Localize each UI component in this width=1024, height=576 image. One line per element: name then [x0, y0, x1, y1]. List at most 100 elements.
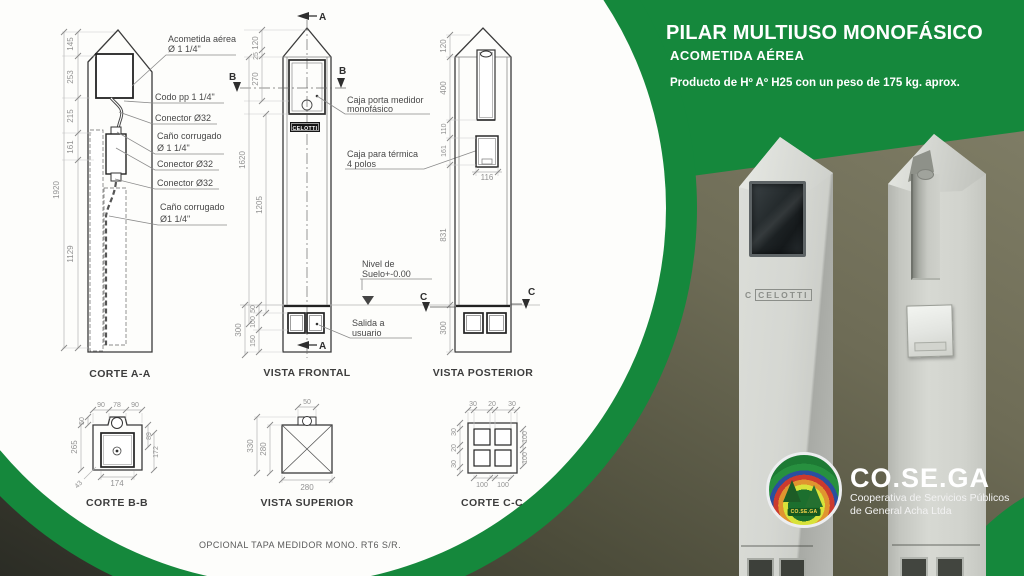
callout-label: Conector Ø32 [157, 159, 213, 169]
dim-label: 1205 [255, 196, 264, 214]
dim-label: 100 [522, 452, 529, 464]
celotti-badge: CELOTTI [293, 126, 318, 132]
dim-label: 50 [250, 305, 257, 313]
footer-note: OPCIONAL TAPA MEDIDOR MONO. RT6 S/R. [199, 540, 401, 550]
user-outlet-opening [779, 558, 806, 576]
view-title-corte-aa: CORTE A-A [89, 368, 151, 380]
dim-label: 30 [451, 460, 458, 468]
dim-label: 110 [441, 123, 448, 134]
callout-label: Caño corrugado [160, 202, 225, 212]
callout-label: Nivel de [362, 259, 395, 269]
dim-label: 265 [70, 440, 79, 454]
dim-label: 100 [497, 482, 509, 489]
dim-label: 116 [481, 173, 494, 182]
logo-tagline-1: Cooperativa de Servicios Públicos [850, 492, 1010, 505]
conduit-opening [917, 169, 934, 180]
logo-name: CO.SE.GA [850, 463, 991, 493]
dim-label: 100 [250, 316, 257, 328]
drawing-corte-bb: 90 78 90 50 265 89 172 174 43 CORTE B-B [70, 402, 160, 509]
page-title: PILAR MULTIUSO MONOFÁSICO [666, 22, 983, 44]
view-title-vista-posterior: VISTA POSTERIOR [433, 367, 534, 379]
section-marker: B [339, 66, 346, 77]
drawing-corte-aa: 145 253 215 161 1129 1920 Acometida aére… [52, 28, 236, 380]
brand-prefix: C [745, 290, 753, 300]
page-subtitle: ACOMETIDA AÉREA [670, 48, 805, 63]
tree-icon [783, 480, 801, 502]
dim-label: 30 [508, 401, 516, 408]
dim-label: 120 [251, 36, 260, 50]
user-outlet-opening [900, 557, 928, 576]
callout-label: monofásico [347, 104, 393, 114]
dim-label: 43 [74, 480, 85, 491]
dim-label: 174 [110, 479, 124, 488]
view-title-corte-bb: CORTE B-B [86, 497, 148, 509]
logo-text: CO.SE.GA Cooperativa de Servicios Públic… [850, 452, 1009, 518]
section-marker: C [528, 287, 535, 298]
user-outlet-opening [747, 558, 774, 576]
thermal-box-cover [906, 304, 954, 358]
drawing-corte-cc: 30 20 30 30 20 30 100 100 100 100 CORTE … [451, 401, 529, 509]
dim-label: 100 [522, 431, 529, 443]
callout-label: Caja para térmica [347, 149, 418, 159]
dim-label: 1920 [52, 181, 61, 199]
dim-label: 150 [250, 335, 257, 347]
dim-label: 1129 [66, 245, 75, 263]
callout-label: Conector Ø32 [157, 178, 213, 188]
dim-label: 25 [253, 52, 260, 60]
dim-label: 280 [300, 483, 314, 492]
dim-label: 1620 [238, 151, 247, 169]
dim-label: 30 [469, 401, 477, 408]
callout-label: Ø 1 1/4" [157, 143, 190, 153]
dim-label: 330 [246, 439, 255, 453]
callout-label: Caja porta medidor [347, 95, 424, 105]
dim-label: 400 [439, 81, 448, 95]
callout-label: Conector Ø32 [155, 113, 211, 123]
pillar-render-back [884, 128, 990, 576]
section-marker: C [420, 292, 427, 303]
view-title-vista-frontal: VISTA FRONTAL [263, 367, 350, 379]
pillar-groove [892, 544, 980, 546]
callout-label: Ø1 1/4" [160, 214, 190, 224]
emblem-banner: CO.SE.GA [787, 508, 821, 516]
callout-label: Salida a [352, 318, 385, 328]
user-outlet-opening [936, 557, 964, 576]
callout-label: 4 polos [347, 159, 377, 169]
callout-label: Acometida aérea [168, 34, 236, 44]
dim-label: 20 [451, 444, 458, 452]
product-description: Producto de Hº Aº H25 con un peso de 175… [670, 77, 960, 89]
cosega-logo: CO.SE.GA CO.SE.GA Cooperativa de Servici… [766, 452, 1009, 528]
dim-label: 270 [251, 72, 260, 86]
dim-label: 120 [439, 39, 448, 53]
dim-label: 300 [439, 321, 448, 335]
view-title-vista-superior: VISTA SUPERIOR [260, 497, 353, 509]
dim-label: 78 [113, 402, 121, 409]
dim-label: 253 [66, 70, 75, 84]
cosega-emblem-icon: CO.SE.GA [766, 452, 842, 528]
drawing-vista-posterior: 120 400 110 161 831 300 116 C C VISTA PO… [420, 27, 535, 379]
dim-label: 90 [97, 402, 105, 409]
callout-label: Suelo+-0.00 [362, 269, 411, 279]
callout-label: Ø 1 1/4" [168, 44, 201, 54]
view-title-corte-cc: CORTE C-C [461, 497, 523, 509]
pillar-groove [741, 545, 813, 547]
dim-label: 172 [153, 446, 160, 458]
dim-label: 831 [439, 228, 448, 242]
meter-box-opening [749, 181, 806, 257]
technical-drawings: 145 253 215 161 1129 1920 Acometida aére… [52, 12, 540, 550]
dim-label: 30 [451, 428, 458, 436]
logo-tagline-2: de General Acha Ltda [850, 504, 952, 517]
dim-label: 20 [488, 401, 496, 408]
dim-label: 50 [79, 417, 86, 425]
dim-label: 161 [441, 145, 448, 157]
dim-label: 280 [259, 442, 268, 456]
drawing-vista-superior: 50 330 280 280 VISTA SUPERIOR [246, 399, 353, 509]
dim-label: 300 [234, 323, 243, 337]
pillar-back-slot [911, 174, 940, 280]
section-marker: A [319, 341, 326, 352]
dim-label: 89 [146, 432, 153, 440]
dim-label: 215 [66, 109, 75, 123]
dim-label: 100 [476, 482, 488, 489]
section-marker: B [229, 72, 236, 83]
dim-label: 145 [66, 37, 75, 51]
